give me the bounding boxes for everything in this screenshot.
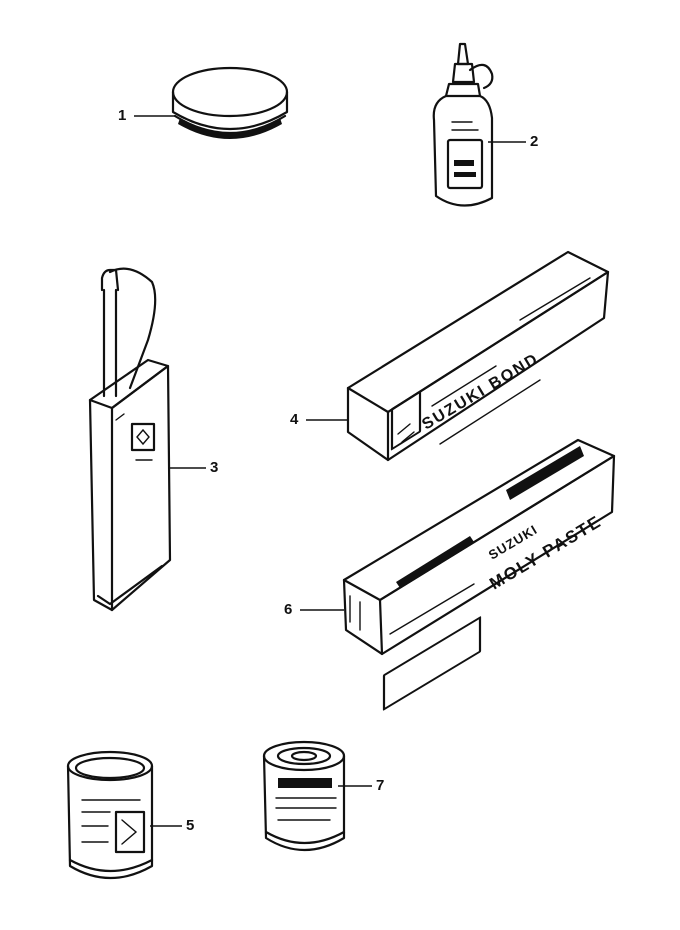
item-6-moly-paste-box: SUZUKI MOLY PASTE: [342, 438, 616, 711]
callout-6: 6: [284, 601, 293, 618]
item-7-small-can: [262, 740, 346, 852]
item-1-round-cap: [171, 66, 289, 139]
item-3-tall-tin: [88, 267, 172, 612]
callout-3: 3: [210, 459, 219, 476]
leader-lines: [134, 115, 526, 827]
callout-1: 1: [118, 107, 127, 124]
item-4-bond-box: SUZUKI BOND: [346, 250, 610, 462]
item-2-oil-bottle: [432, 42, 494, 207]
bond-brand-text: SUZUKI BOND: [419, 350, 542, 433]
callout-7: 7: [376, 777, 385, 794]
callout-5: 5: [186, 817, 195, 834]
callout-2: 2: [530, 133, 539, 150]
callout-4: 4: [290, 411, 299, 428]
item-5-paint-can: [66, 750, 154, 880]
